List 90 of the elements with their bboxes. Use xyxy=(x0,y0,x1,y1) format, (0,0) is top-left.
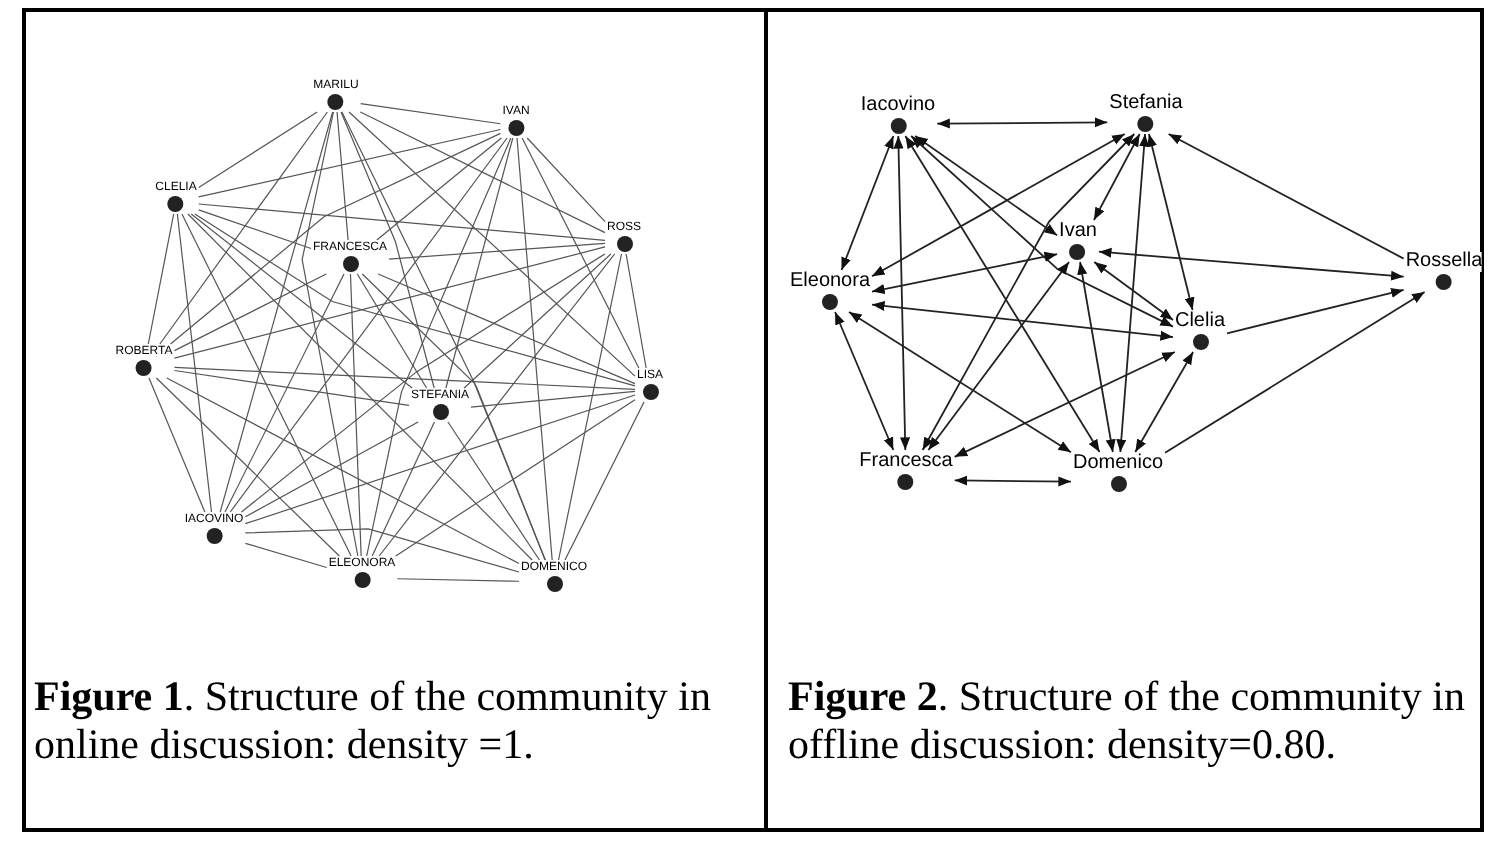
connector-line xyxy=(470,390,636,408)
connector-line xyxy=(516,137,553,561)
arrow xyxy=(1098,247,1405,281)
connector-line xyxy=(396,578,520,582)
connector-line xyxy=(159,111,328,345)
connector-line xyxy=(463,253,612,389)
connector-line xyxy=(371,421,436,557)
arrow xyxy=(1116,133,1150,453)
node-label: Eleonora xyxy=(789,272,871,292)
connector-line xyxy=(173,273,327,352)
arrow xyxy=(871,251,1058,294)
arrow xyxy=(1226,288,1405,335)
connector-line xyxy=(148,377,206,513)
connector-line xyxy=(366,137,512,557)
connector-line xyxy=(377,273,636,385)
connector-line xyxy=(198,203,606,241)
connector-line xyxy=(445,137,514,389)
connector-line xyxy=(169,132,502,345)
arrow xyxy=(936,117,1109,129)
node-label: Francesca xyxy=(859,452,953,472)
connector-line xyxy=(194,213,636,387)
connector-line xyxy=(240,253,606,513)
arrow xyxy=(1093,261,1174,321)
connector-line xyxy=(447,421,540,561)
arrow xyxy=(910,135,1174,328)
connector-line xyxy=(224,273,345,513)
connector-line xyxy=(361,273,546,561)
node-label: Iacovino xyxy=(860,96,936,116)
connector-line xyxy=(229,137,508,513)
connector-line xyxy=(301,111,359,557)
connector-line xyxy=(198,111,318,189)
arrow xyxy=(848,311,1072,454)
node-label: Stefania xyxy=(1109,94,1183,114)
arrow xyxy=(953,475,1072,487)
arrow xyxy=(1164,291,1426,454)
connector-line xyxy=(198,128,502,198)
connector-line xyxy=(341,111,546,561)
connector-line xyxy=(187,213,533,561)
figure-caption: Figure 1. Structure of the community in online discussion: density =1. xyxy=(34,672,713,768)
figure-caption: Figure 2. Structure of the community in offline discussion: density=0.80. xyxy=(788,672,1467,768)
node-label: Rossella xyxy=(1405,252,1483,272)
arrow xyxy=(1167,133,1405,260)
connector-line xyxy=(521,137,640,369)
connector-line xyxy=(244,394,636,525)
arrow xyxy=(834,311,895,451)
connector-line xyxy=(356,273,428,389)
arrow xyxy=(1093,133,1141,221)
arrow xyxy=(871,133,1126,278)
connector-line xyxy=(348,111,636,377)
node-label: Domenico xyxy=(1072,454,1164,474)
arrow xyxy=(1147,133,1195,311)
connector-line xyxy=(190,213,413,389)
node-label: Clelia xyxy=(1175,312,1225,332)
node-label: Ivan xyxy=(1059,222,1097,242)
arrow xyxy=(893,135,911,451)
connector-line xyxy=(625,253,647,369)
connector-line xyxy=(173,366,636,390)
connector-line xyxy=(155,377,340,557)
arrow xyxy=(921,133,1136,451)
arrow xyxy=(914,135,1058,237)
arrow xyxy=(871,300,1174,341)
arrow xyxy=(840,135,895,271)
connector-line xyxy=(176,213,213,513)
arrow xyxy=(1134,351,1194,453)
connector-line xyxy=(340,111,435,389)
connector-line xyxy=(388,242,606,260)
connector-line xyxy=(198,209,312,250)
connector-line xyxy=(181,213,352,557)
connector-line xyxy=(244,421,419,518)
connector-line xyxy=(173,369,410,406)
connector-line xyxy=(395,399,636,557)
connector-line xyxy=(336,111,349,241)
connector-line xyxy=(219,111,334,513)
connector-line xyxy=(166,377,520,565)
connector-line xyxy=(526,137,606,223)
arrow xyxy=(904,135,1101,453)
connector-line xyxy=(244,528,520,573)
arrow xyxy=(927,261,1070,451)
connector-line xyxy=(359,111,606,234)
arrow xyxy=(953,351,1176,458)
connector-line xyxy=(244,542,328,569)
connector-line xyxy=(349,273,362,557)
connector-line xyxy=(376,137,502,241)
connector-line xyxy=(147,213,175,345)
connector-line xyxy=(564,401,645,561)
arrow xyxy=(1077,261,1116,453)
connector-line xyxy=(360,102,502,125)
connector-line xyxy=(173,246,606,359)
connector-line xyxy=(378,253,616,557)
connector-line xyxy=(557,253,623,561)
